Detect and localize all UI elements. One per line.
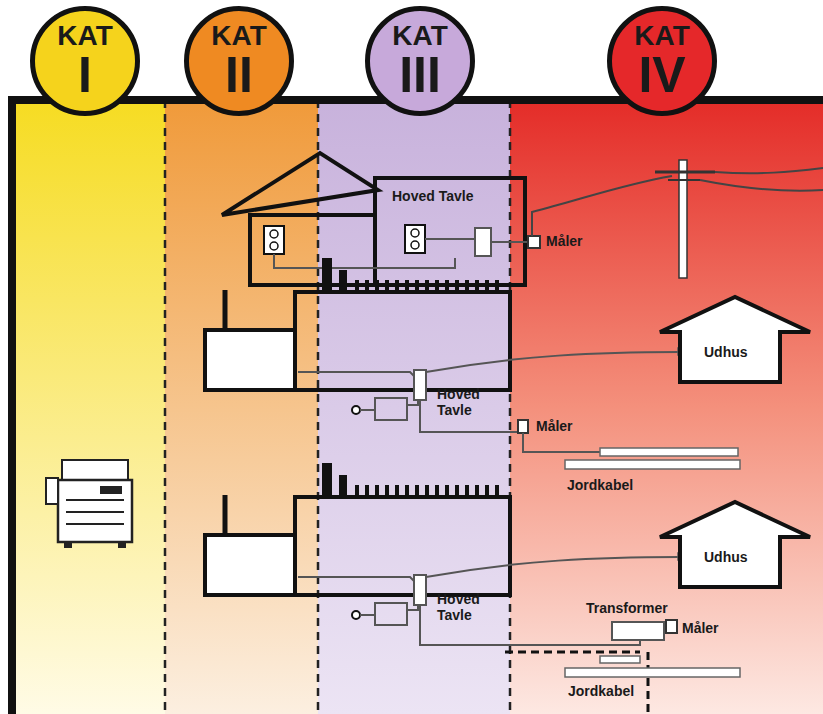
category-numeral: I <box>78 50 92 100</box>
category-numeral: II <box>225 50 253 100</box>
panel-label: Hoved Tavle <box>437 386 489 418</box>
category-numeral: IV <box>638 50 685 100</box>
category-word: KAT <box>211 22 266 50</box>
category-circle: KATI <box>30 6 140 116</box>
cable-label: Jordkabel <box>567 477 633 493</box>
outbuilding-label: Udhus <box>704 549 748 565</box>
category-circle: KATII <box>184 6 294 116</box>
meter-label: Måler <box>536 418 573 434</box>
outbuilding-label: Udhus <box>704 344 748 360</box>
meter-label: Måler <box>546 233 583 249</box>
category-word: KAT <box>57 22 112 50</box>
meter-label: Måler <box>682 620 719 636</box>
panel-label: Hoved Tavle <box>392 188 473 204</box>
category-numeral: III <box>399 50 441 100</box>
category-circle: KATIII <box>365 6 475 116</box>
category-word: KAT <box>392 22 447 50</box>
panel-label: Hoved Tavle <box>437 591 489 623</box>
category-circle: KATIV <box>607 6 717 116</box>
category-word: KAT <box>634 22 689 50</box>
transformer-label: Transformer <box>586 600 668 616</box>
cable-label: Jordkabel <box>568 683 634 699</box>
